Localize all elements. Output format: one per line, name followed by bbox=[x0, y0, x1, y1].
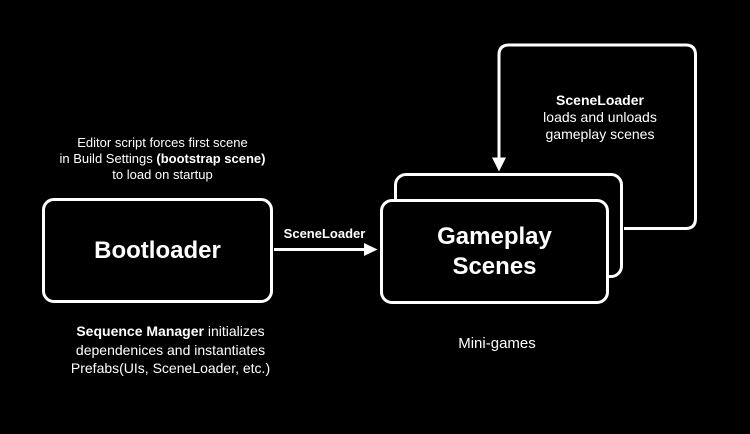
sequence-manager-note: Sequence Manager initializes dependenice… bbox=[40, 322, 301, 378]
sequence-note-line2: dependenices and instantiates bbox=[75, 341, 266, 358]
scene-loader-loop-arrow bbox=[497, 43, 697, 230]
loop-note-line1: SceneLoader bbox=[556, 92, 644, 108]
bootloader-node: Bootloader bbox=[42, 198, 273, 303]
bootstrap-note-line3: to load on startup bbox=[112, 167, 213, 182]
bootstrap-note-line1: Editor script forces first scene bbox=[77, 135, 248, 150]
bootloader-label: Bootloader bbox=[94, 236, 221, 264]
bootstrap-note-line2: in Build Settings (bootstrap scene) bbox=[59, 151, 266, 166]
loop-note-line2: loads and unloads bbox=[543, 109, 657, 125]
sequence-note-line3: Prefabs(UIs, SceneLoader, etc.) bbox=[70, 360, 271, 376]
scene-loader-edge-label: SceneLoader bbox=[283, 226, 366, 241]
gameplay-scenes-label-line1: Gameplay bbox=[437, 222, 552, 250]
bootstrap-note: Editor script forces first scene in Buil… bbox=[42, 135, 283, 183]
loop-arrowhead-icon bbox=[492, 157, 506, 172]
gameplay-scenes-label-line2: Scenes bbox=[452, 252, 537, 280]
mini-games-caption: Mini-games bbox=[458, 335, 536, 352]
loop-note: SceneLoader loads and unloads gameplay s… bbox=[500, 92, 700, 143]
gameplay-scenes-node: Gameplay Scenes bbox=[380, 199, 609, 304]
loop-note-line3: gameplay scenes bbox=[545, 126, 655, 142]
gameplay-scenes-label: Gameplay Scenes bbox=[437, 222, 552, 282]
sequence-note-line1: Sequence Manager initializes bbox=[76, 323, 265, 339]
bootloader-arrowhead-icon bbox=[364, 243, 378, 256]
